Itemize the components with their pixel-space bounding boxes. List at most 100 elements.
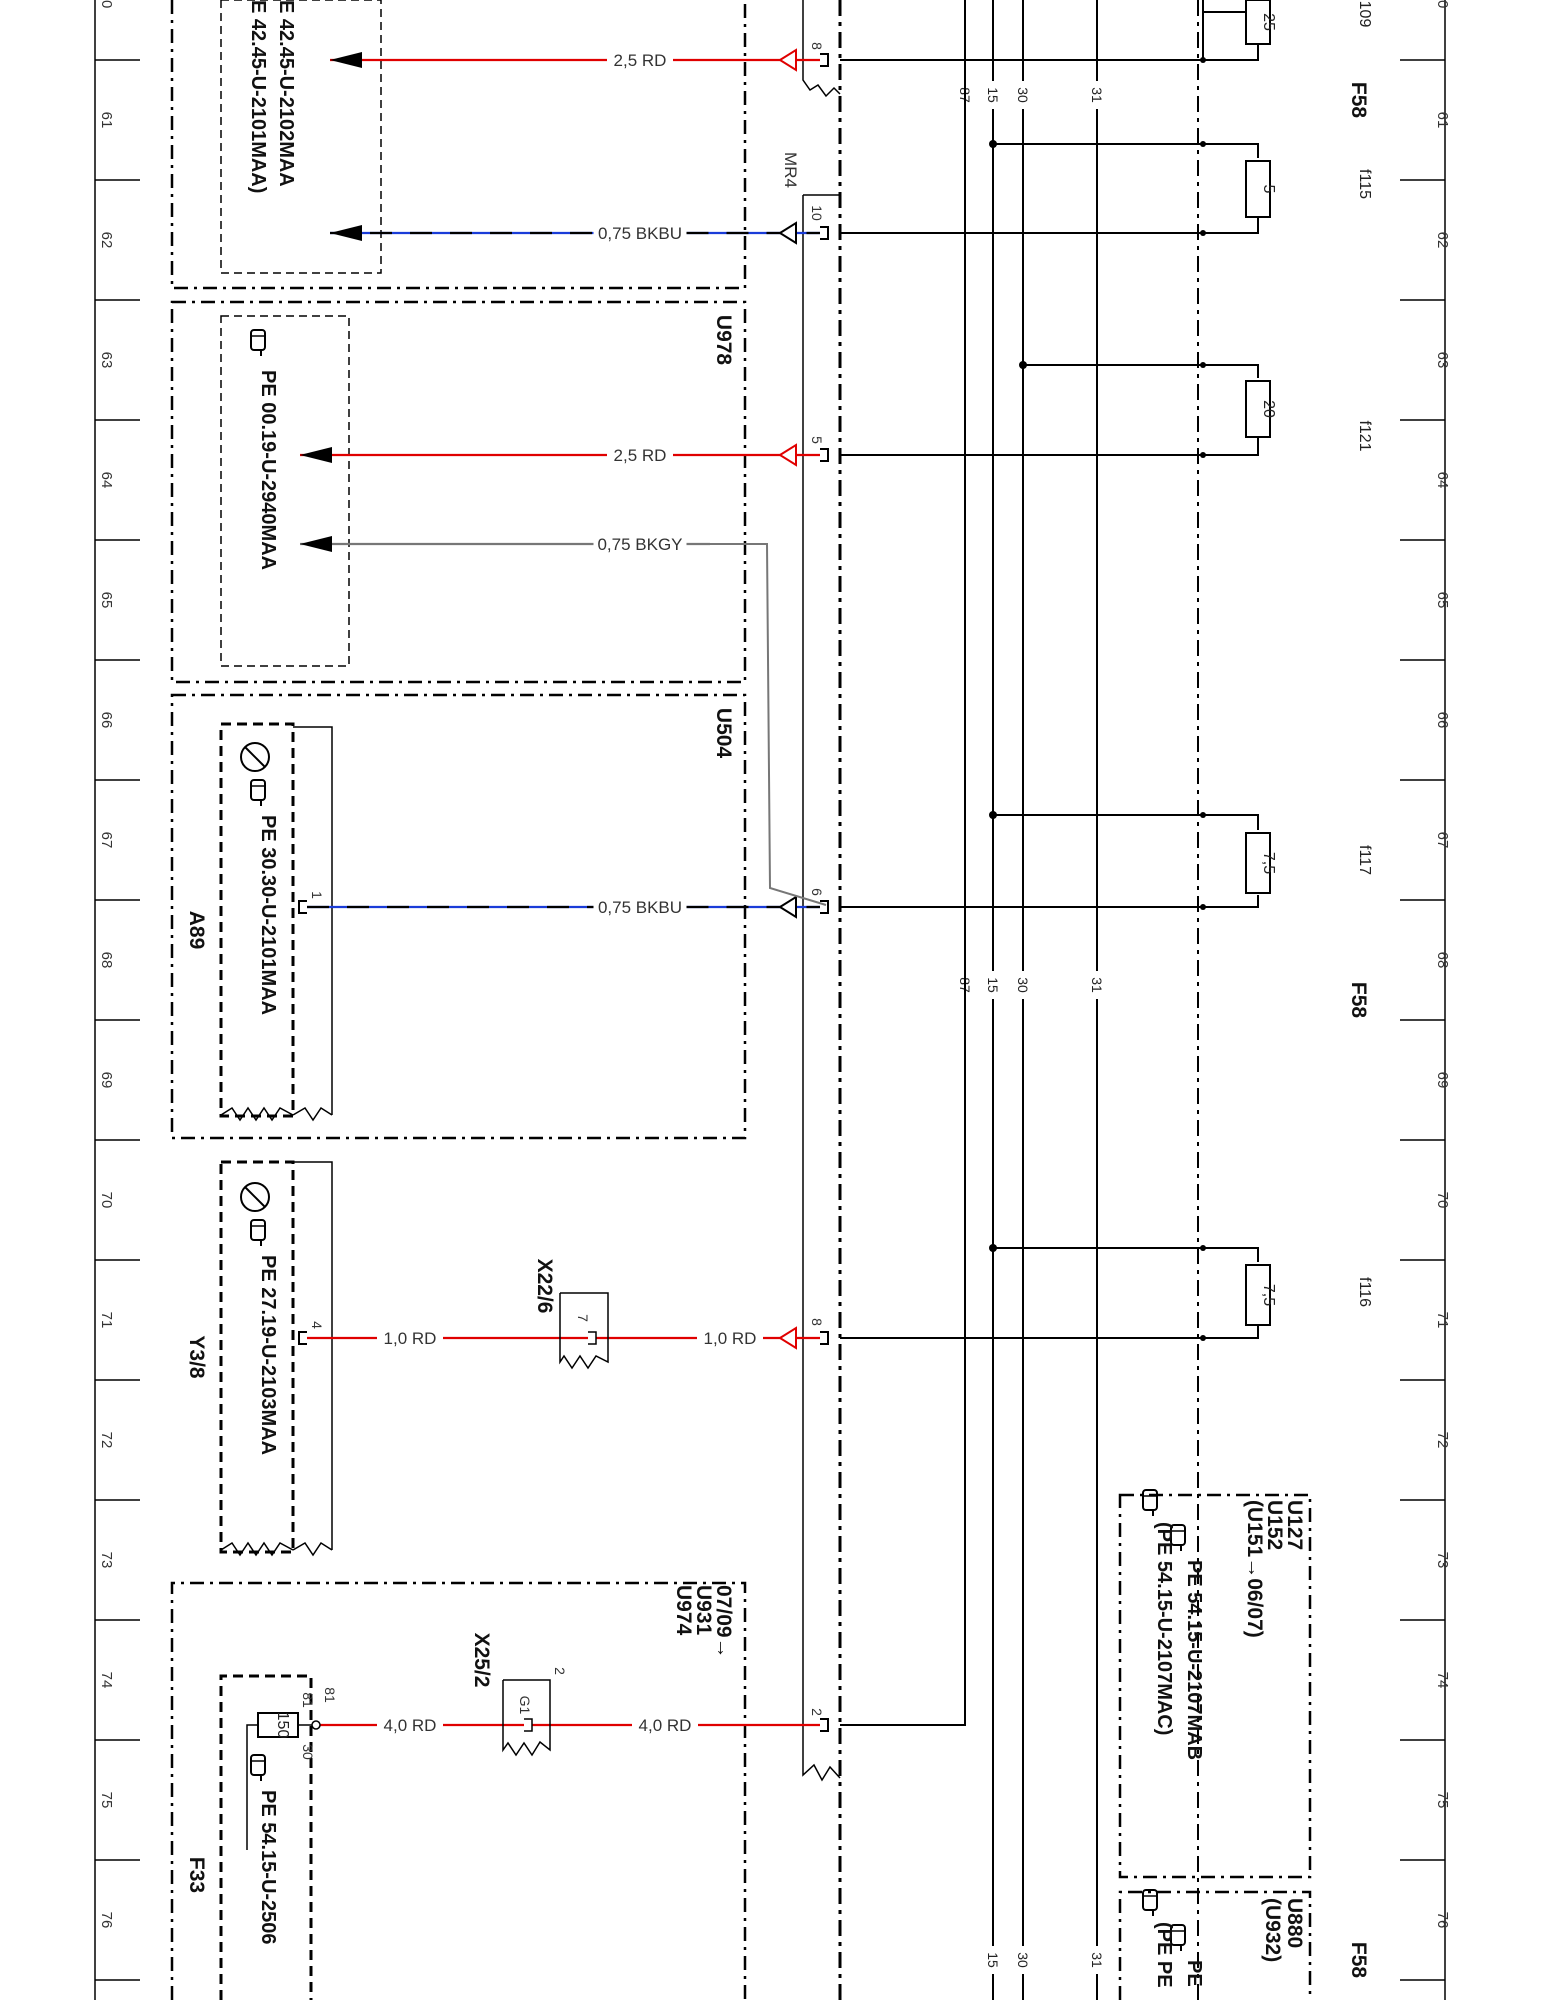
f33-pin-30: 30 (300, 1744, 316, 1760)
grid-mark-left: 76 (98, 1912, 115, 1929)
right-module-boxes (1118, 1493, 1312, 2000)
grid-mark-right: 73 (1434, 1552, 1451, 1569)
fuse-f109: 25 (1245, 0, 1277, 45)
x22-pin: 7 (575, 1314, 591, 1322)
connector-triangle-icon (778, 221, 797, 245)
pe-4245-a: E 42.45-U-2102MAA (275, 0, 297, 187)
hand-pointer-icon (250, 1219, 266, 1246)
box-a89 (219, 722, 295, 1118)
f33-label: F33 (185, 1857, 208, 1893)
grid-mark-right: 69 (1434, 1072, 1451, 1089)
box-u978 (170, 300, 747, 684)
bus-label: 15 (985, 977, 1001, 993)
u-pre0709-label: 07/09→ (712, 1585, 735, 1659)
wire-label: 4,0 RD (639, 1716, 692, 1735)
pe-5415-f33: PE 54.15-U-2506 (257, 1790, 279, 1945)
u974-label: U974 (672, 1585, 695, 1636)
bus-label: 15 (985, 1952, 1001, 1968)
wire-label: 0,75 BKBU (598, 898, 682, 917)
grid-mark-right: 64 (1434, 472, 1451, 489)
x22-label: X22/6 (533, 1259, 556, 1314)
grid-mark-right: 67 (1434, 832, 1451, 849)
wire-label: 2,5 RD (614, 446, 667, 465)
fuse-f121-rating: 20 (1260, 400, 1277, 418)
pe-5415-mab: PE 54.15-U-2107MAB (1183, 1560, 1205, 1760)
separators (838, 0, 1199, 2000)
sensor-icon (240, 742, 270, 1212)
bus-label-bg (1088, 1946, 1106, 1974)
bus-label: 30 (1015, 1952, 1031, 1968)
wire-label: 2,5 RD (614, 51, 667, 70)
grid-mark-right: 65 (1434, 592, 1451, 609)
arrow-icon (300, 536, 332, 552)
f33-pin-81: 81 (322, 1687, 338, 1703)
grid-mark-left: 63 (98, 352, 115, 369)
connector-triangle-icon (778, 1326, 797, 1350)
a89-pin: 1 (309, 891, 325, 899)
pin-number: 6 (809, 888, 825, 896)
bus-label: 31 (1089, 1952, 1105, 1968)
connector-triangle-icon (778, 895, 797, 919)
bus-label: 15 (985, 87, 1001, 103)
bus-label-bg (1088, 81, 1106, 109)
grid-mark-right: 68 (1434, 952, 1451, 969)
g1-label: G1 (517, 1696, 533, 1715)
f58-label-bot: F58 (1347, 1942, 1370, 1979)
a89-label: A89 (185, 911, 208, 950)
box-top-inner (220, 0, 382, 274)
f33-fuse: 150 (246, 1712, 321, 1850)
bus-label-bg (984, 81, 1002, 109)
u932-label: (U932) (1261, 1898, 1284, 1962)
bus-label: 30 (1015, 977, 1031, 993)
grid-mark-right: 71 (1434, 1312, 1451, 1329)
grid-mark-left: 60 (98, 0, 115, 8)
grid-mark-right: 75 (1434, 1792, 1451, 1809)
fuse-f109-name: 109 (1356, 1, 1373, 28)
f33-rating: 150 (274, 1712, 291, 1739)
f33-pin-inner81: 81 (300, 1692, 316, 1708)
y38-pin: 4 (309, 1321, 325, 1329)
hand-pointer-icon (250, 329, 266, 356)
fuse-f117-rating: 7,5 (1260, 852, 1277, 874)
grid-mark-right: 60 (1434, 0, 1451, 8)
pe-0019: PE 00.19-U-2940MAA (257, 370, 279, 570)
x25-pin: 2 (552, 1667, 568, 1675)
grid-mark-right: 70 (1434, 1192, 1451, 1209)
bus-label: 30 (1015, 87, 1031, 103)
wire-label: 0,75 BKBU (598, 224, 682, 243)
grid-ticks (95, 59, 1445, 1981)
hand-pointer-icon (250, 1754, 266, 1781)
hand-pointer-icon (1170, 1924, 1186, 1951)
grid-mark-right: 66 (1434, 712, 1451, 729)
grid-mark-left: 67 (98, 832, 115, 849)
pin-number: 2 (809, 1708, 825, 1716)
junction-dots (989, 57, 1206, 1341)
bus-label-bg (1014, 971, 1032, 999)
mr4-connector (802, 0, 841, 1782)
grid-mark-left: 66 (98, 712, 115, 729)
grid-mark-left: 73 (98, 1552, 115, 1569)
grid-mark-right: 62 (1434, 232, 1451, 249)
arrow-icon (330, 225, 362, 241)
mr4-pin-numbers: 8 10 5 6 8 2 (809, 42, 825, 1716)
bus-lines (964, 0, 1098, 2000)
grid-mark-left: 64 (98, 472, 115, 489)
connector-triangle-icon (778, 48, 797, 72)
wire-label: 0,75 BKGY (597, 535, 682, 554)
grid-mark-right: 63 (1434, 352, 1451, 369)
pin-number: 8 (809, 1318, 825, 1326)
box-u978-inner (220, 315, 350, 667)
bus-label-bg (1014, 81, 1032, 109)
x25-connector (502, 1679, 551, 1757)
grid-mark-left: 72 (98, 1432, 115, 1449)
bus-label-bg (1014, 1946, 1032, 1974)
grid-mark-left: 75 (98, 1792, 115, 1809)
box-u127 (1118, 1493, 1312, 1879)
box-u931 (170, 1581, 747, 2000)
pe-2719: PE 27.19-U-2103MAA (257, 1255, 279, 1455)
bus-label-bg (1088, 971, 1106, 999)
wire-bkgy-bend (710, 543, 827, 906)
